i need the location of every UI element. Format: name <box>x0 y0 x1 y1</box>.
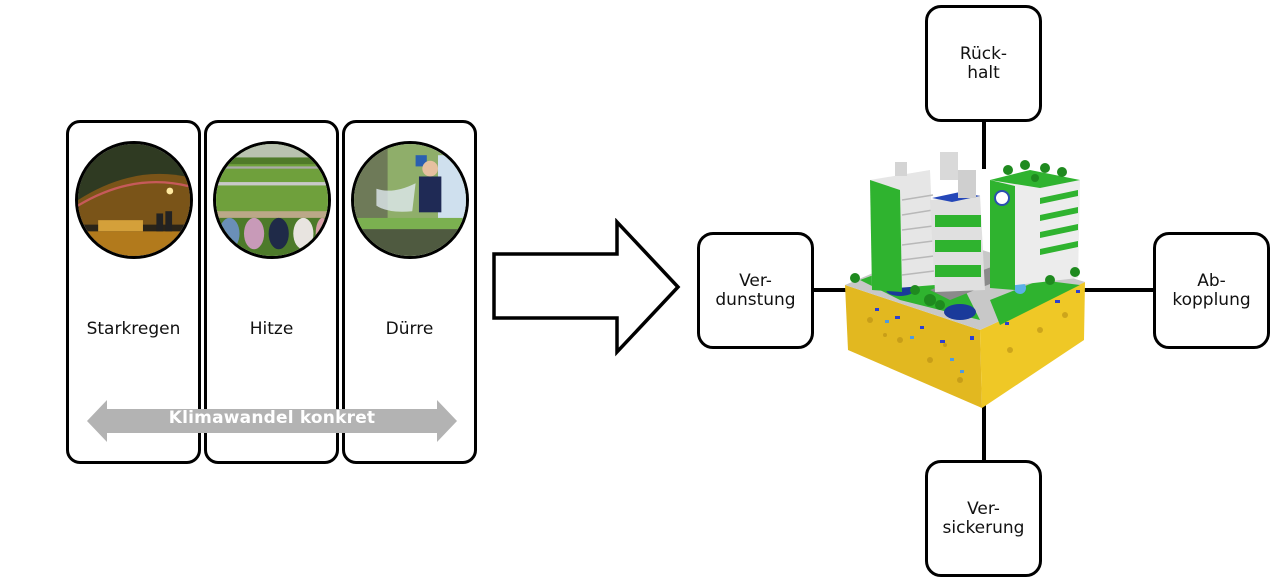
node-versickerung: Ver-sickerung <box>925 460 1042 577</box>
node-label-line2: dunstung <box>715 289 796 310</box>
panel-label: Dürre <box>385 319 434 339</box>
connector-bottom <box>982 405 986 460</box>
node-rueckhalt: Rück-halt <box>925 5 1042 122</box>
drought-photo <box>350 141 469 259</box>
node-verdunstung: Ver-dunstung <box>697 232 814 349</box>
panel-label: Starkregen <box>86 319 181 339</box>
panel-label: Hitze <box>249 319 294 339</box>
green-city-block-illustration <box>845 152 1085 408</box>
heat-photo <box>212 141 331 259</box>
connector-top <box>982 121 986 169</box>
connector-right <box>1080 288 1153 292</box>
right-arrow-icon <box>492 218 681 357</box>
climate-change-label: Klimawandel konkret <box>168 408 376 428</box>
node-label-line1: Ver- <box>739 270 772 291</box>
node-abkopplung: Ab-kopplung <box>1153 232 1270 349</box>
node-label-line2: halt <box>967 62 1000 83</box>
panel-duerre: Dürre <box>342 120 477 464</box>
node-label-line1: Ver- <box>967 498 1000 519</box>
double-arrow-icon <box>87 400 457 442</box>
panel-hitze: Hitze <box>204 120 339 464</box>
node-label-line1: Ab- <box>1197 270 1226 291</box>
node-label-line2: sickerung <box>942 517 1025 538</box>
connector-left <box>814 288 850 292</box>
heavy-rain-photo <box>74 141 193 259</box>
node-label-line1: Rück- <box>959 43 1008 64</box>
node-label-line2: kopplung <box>1172 289 1251 310</box>
panel-starkregen: Starkregen <box>66 120 201 464</box>
